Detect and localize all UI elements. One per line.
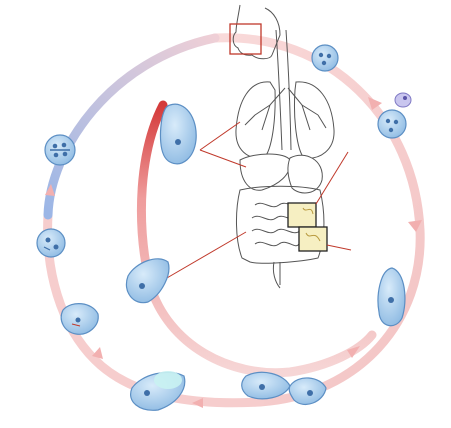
cycle-arrow-1 (368, 97, 382, 110)
trophozoite-icon (377, 267, 406, 327)
excysting-cyst-icon (377, 92, 412, 139)
cyst-cell-icon (311, 44, 339, 72)
pointer-upper-box (315, 151, 349, 205)
cycle-arrow-5 (92, 347, 103, 359)
stomach-icon (287, 154, 323, 194)
liver-icon (239, 153, 291, 191)
cycle-arrow-6 (45, 184, 55, 196)
colon-highlight-box-lower (298, 226, 328, 252)
pointer-to-intestine (159, 231, 247, 283)
cycle-arrow-2 (408, 220, 422, 232)
large-intestine-icon (235, 185, 325, 264)
bronchi (244, 87, 327, 131)
colon-highlight-box-upper (287, 202, 317, 228)
cycle-arrow-3 (347, 346, 360, 358)
cycle-arrow-4 (192, 398, 203, 408)
cycle-ring-right (210, 33, 425, 407)
pointer-to-liver (199, 149, 247, 168)
invasive-trophozoite-inner-icon (125, 258, 170, 304)
trophozoite-bottom-left-icon (130, 371, 186, 411)
mature-cyst-icon (44, 134, 76, 166)
head-outline (232, 4, 281, 60)
colon-detail-wave (302, 207, 321, 242)
pointer-to-lung (199, 121, 241, 151)
rectum (272, 261, 281, 289)
precyst-icon (60, 303, 99, 335)
invasive-trophozoite-icon (159, 103, 197, 165)
immature-cyst-icon (36, 228, 66, 258)
lungs-icon (235, 81, 335, 159)
binary-fission-icon (241, 371, 327, 405)
mouth-highlight-box (229, 23, 262, 55)
invasive-arc (136, 100, 377, 378)
pointer-lower-box (326, 244, 352, 251)
esophagus-icon (275, 29, 292, 151)
